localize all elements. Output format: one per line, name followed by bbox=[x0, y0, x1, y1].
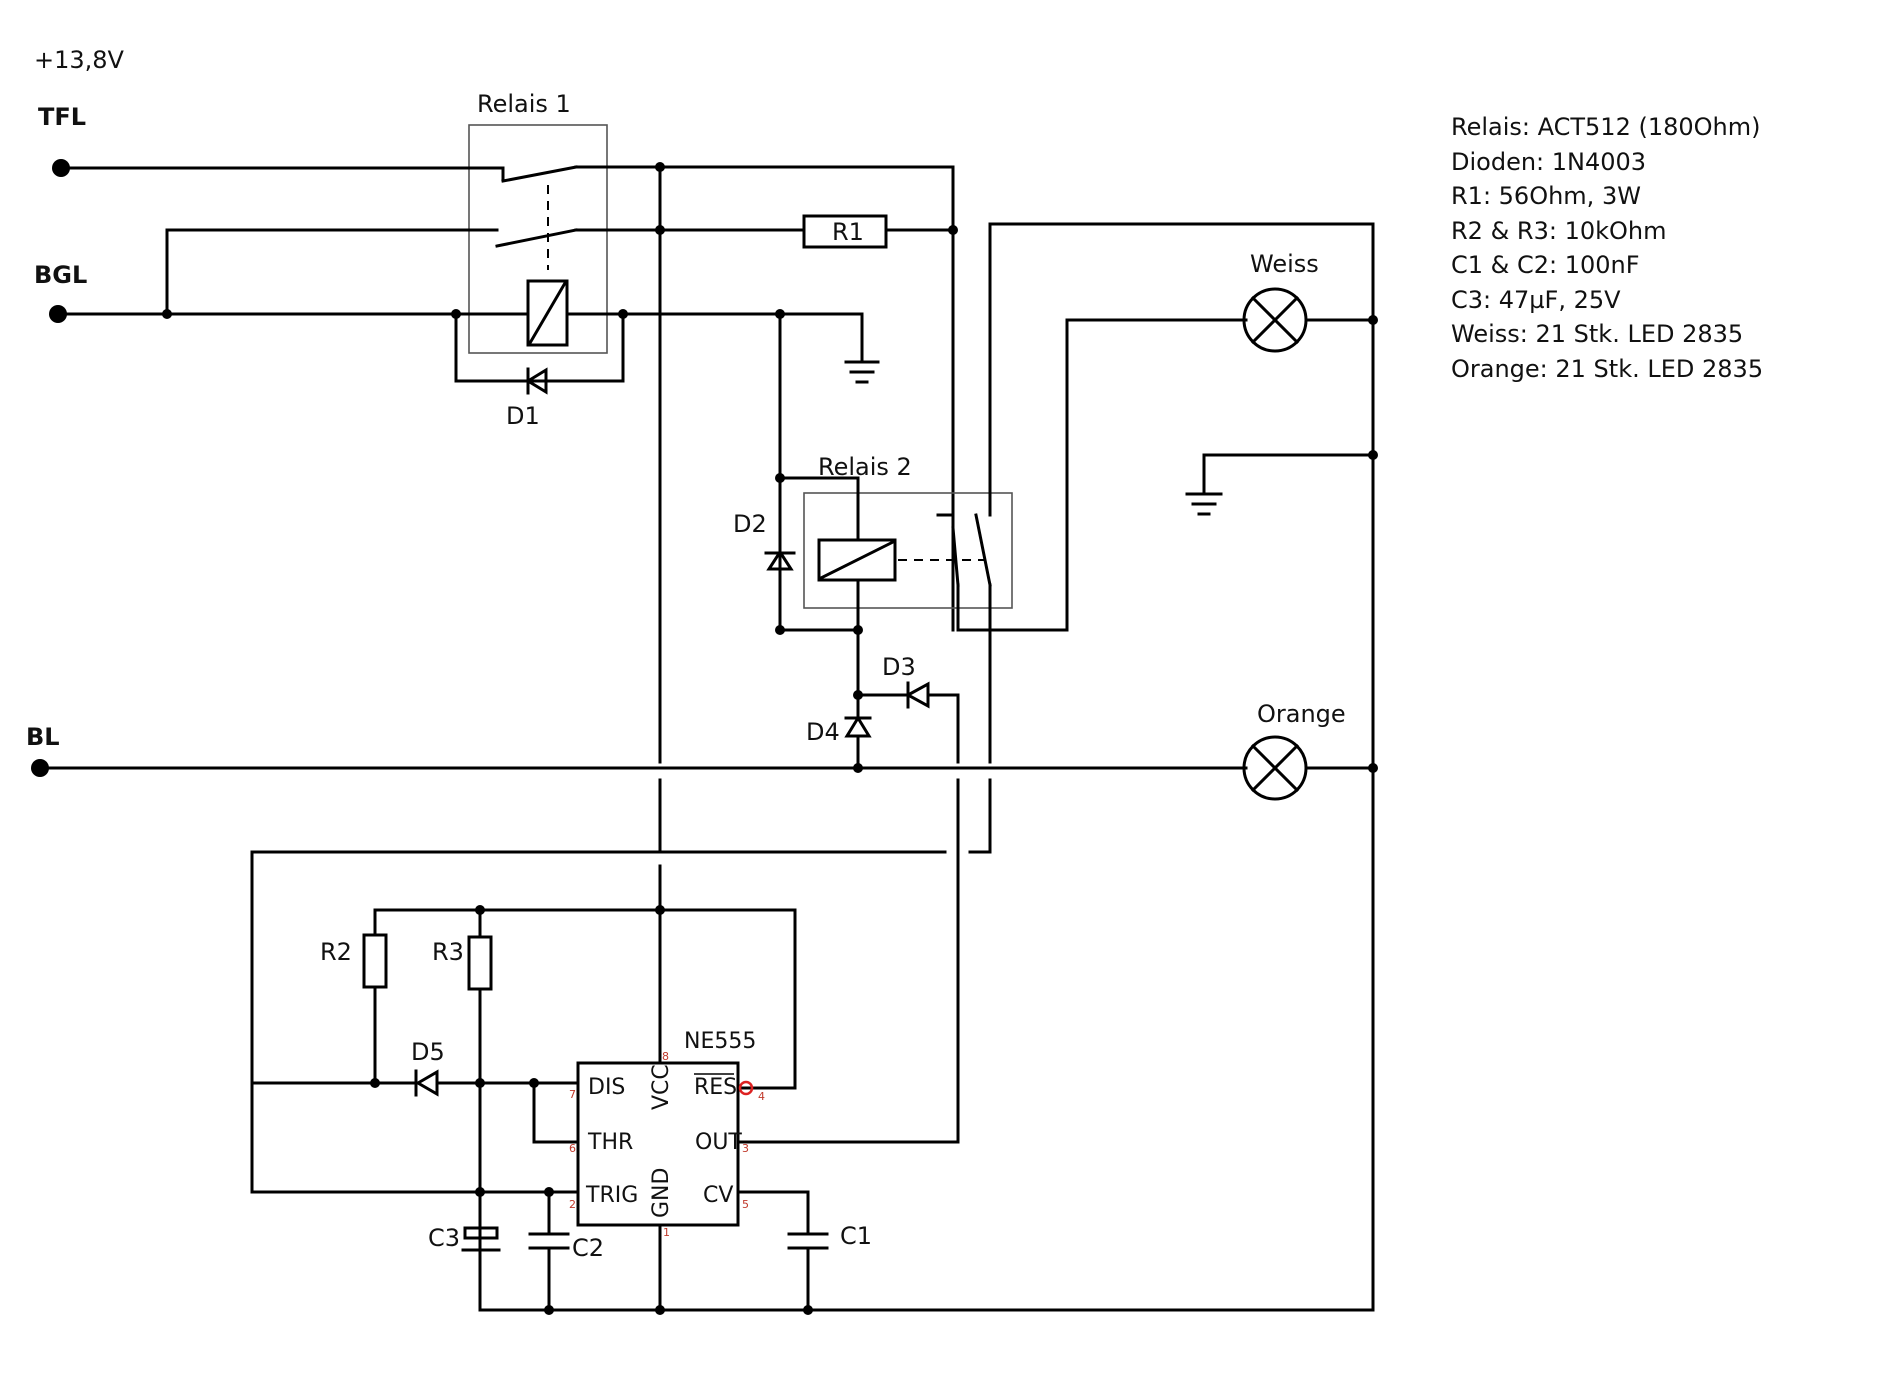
ic-pinno-out: 3 bbox=[742, 1142, 749, 1155]
terminal-label-tfl: TFL bbox=[38, 103, 86, 131]
relay-2: Relais 2 bbox=[803, 453, 1013, 609]
lamp-weiss-label: Weiss bbox=[1250, 250, 1319, 278]
ic-pin-res: RES bbox=[694, 1075, 737, 1100]
ic-pinno-gnd: 1 bbox=[663, 1226, 670, 1239]
lamp-orange-label: Orange bbox=[1257, 700, 1346, 728]
ic-pin-dis: DIS bbox=[588, 1075, 625, 1100]
capacitor-c3: C3 bbox=[428, 1224, 501, 1252]
terminal-label-bgl: BGL bbox=[34, 261, 87, 289]
diode-d4-label: D4 bbox=[806, 718, 840, 746]
ic-pinno-res: 4 bbox=[758, 1090, 765, 1103]
diode-d1-label: D1 bbox=[506, 402, 540, 430]
ic-pin-trig: TRIG bbox=[585, 1183, 638, 1208]
relay-1-label: Relais 1 bbox=[477, 90, 571, 118]
diode-d1 bbox=[525, 367, 548, 395]
legend-line: C1 & C2: 100nF bbox=[1451, 251, 1640, 279]
diode-d2-label: D2 bbox=[733, 510, 767, 538]
ic-pinno-trig: 2 bbox=[569, 1198, 576, 1211]
ic-res-invert-bubble bbox=[738, 1080, 754, 1096]
ic-pin-gnd: GND bbox=[649, 1168, 674, 1218]
legend-line: C3: 47µF, 25V bbox=[1451, 286, 1621, 314]
ground-symbol-1 bbox=[844, 360, 880, 384]
supply-label: +13,8V bbox=[34, 46, 125, 74]
terminal-label-bl: BL bbox=[26, 723, 60, 751]
ic-pinno-vcc: 8 bbox=[662, 1050, 669, 1063]
diode-d3-label: D3 bbox=[882, 653, 916, 681]
ic-name: NE555 bbox=[684, 1029, 756, 1054]
legend-line: R1: 56Ohm, 3W bbox=[1451, 182, 1641, 210]
diode-d5-label: D5 bbox=[411, 1038, 445, 1066]
ic-pinno-thr: 6 bbox=[569, 1142, 576, 1155]
resistor-r1-label: R1 bbox=[832, 218, 864, 246]
lamp-orange: Orange bbox=[1242, 700, 1346, 801]
relay-2-label: Relais 2 bbox=[818, 453, 912, 481]
ic-pin-out: OUT bbox=[695, 1130, 742, 1155]
ground-symbol-2 bbox=[1185, 492, 1223, 516]
capacitor-c2-label: C2 bbox=[572, 1234, 604, 1262]
ic-pinno-cv: 5 bbox=[742, 1198, 749, 1211]
capacitor-c3-label: C3 bbox=[428, 1224, 460, 1252]
capacitor-c2: C2 bbox=[528, 1232, 604, 1262]
legend-line: Relais: ACT512 (180Ohm) bbox=[1451, 113, 1761, 141]
legend-line: R2 & R3: 10kOhm bbox=[1451, 217, 1667, 245]
legend-line: Orange: 21 Stk. LED 2835 bbox=[1451, 355, 1763, 383]
component-legend: Relais: ACT512 (180Ohm) Dioden: 1N4003 R… bbox=[1451, 113, 1763, 383]
relay-1: Relais 1 bbox=[59, 90, 662, 354]
legend-line: Dioden: 1N4003 bbox=[1451, 148, 1646, 176]
capacitor-c1-label: C1 bbox=[840, 1222, 872, 1250]
ic-ne555: NE555 DIS THR TRIG RES OUT CV VCC GND 8 … bbox=[569, 1029, 765, 1239]
capacitor-c1: C1 bbox=[787, 1222, 872, 1250]
ic-pin-vcc: VCC bbox=[649, 1064, 674, 1110]
ic-pin-thr: THR bbox=[587, 1130, 633, 1155]
lamp-weiss: Weiss bbox=[1242, 250, 1319, 353]
resistor-r3-label: R3 bbox=[432, 938, 464, 966]
diode-d2 bbox=[764, 549, 796, 571]
resistor-r2-label: R2 bbox=[320, 938, 352, 966]
ic-pin-cv: CV bbox=[703, 1183, 733, 1208]
resistor-r2: R2 bbox=[320, 908, 388, 1085]
ic-pinno-dis: 7 bbox=[569, 1088, 576, 1101]
legend-line: Weiss: 21 Stk. LED 2835 bbox=[1451, 320, 1743, 348]
